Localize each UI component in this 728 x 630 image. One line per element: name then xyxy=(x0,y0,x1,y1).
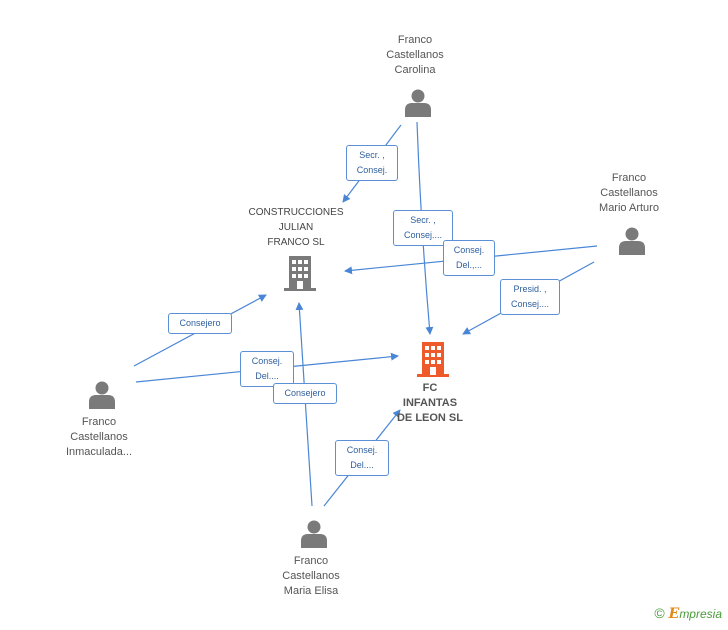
person-icon[interactable] xyxy=(617,226,647,256)
relation-line: Del.,... xyxy=(455,260,482,270)
relation-line: Consej. xyxy=(356,165,388,175)
brand-name: mpresia xyxy=(679,607,722,621)
relation-label[interactable]: Consejero xyxy=(273,383,337,404)
building-icon-main[interactable] xyxy=(417,342,449,378)
copyright-symbol: © xyxy=(654,605,665,621)
relation-line: Del.... xyxy=(350,460,374,470)
person-name-line: Franco xyxy=(611,172,647,184)
relation-line: Del.... xyxy=(255,371,279,381)
person-name-line: Castellanos xyxy=(282,570,340,582)
relation-label[interactable]: Consej. Del.... xyxy=(240,351,294,387)
relation-line: Consej. xyxy=(453,245,485,255)
person-name-line: Inmaculada... xyxy=(65,446,133,458)
person-name-line: Franco xyxy=(397,34,433,46)
person-icon[interactable] xyxy=(403,88,433,118)
relation-label[interactable]: Consej. Del.,... xyxy=(443,240,495,276)
person-label-elisa[interactable]: Franco Castellanos Maria Elisa xyxy=(261,554,361,599)
company-name-line: DE LEON SL xyxy=(396,412,463,424)
relation-line: Secr. , xyxy=(359,150,385,160)
relation-line: Consej. xyxy=(346,445,378,455)
relation-line: Consej.... xyxy=(510,299,550,309)
company-label-fc[interactable]: FC INFANTAS DE LEON SL xyxy=(370,381,490,426)
person-label-inmaculada[interactable]: Franco Castellanos Inmaculada... xyxy=(49,415,149,460)
person-label-carolina[interactable]: Franco Castellanos Carolina xyxy=(365,33,465,78)
person-name-line: Castellanos xyxy=(600,187,658,199)
relation-line: Consejero xyxy=(179,318,221,328)
relation-label[interactable]: Consejero xyxy=(168,313,232,334)
company-name-line: JULIAN xyxy=(278,222,314,233)
person-icon[interactable] xyxy=(87,380,117,410)
person-name-line: Franco xyxy=(293,555,329,567)
person-name-line: Carolina xyxy=(394,64,436,76)
person-icon[interactable] xyxy=(299,519,329,549)
relation-line: Presid. , xyxy=(513,284,547,294)
company-name-line: FC xyxy=(422,382,438,394)
company-name-line: INFANTAS xyxy=(402,397,458,409)
company-name-line: FRANCO SL xyxy=(267,237,325,248)
company-name-line: CONSTRUCCIONES xyxy=(248,207,344,218)
edge-elisa-construcciones xyxy=(295,302,313,507)
relation-label[interactable]: Secr. , Consej. xyxy=(346,145,398,181)
company-label-construcciones[interactable]: CONSTRUCCIONES JULIAN FRANCO SL xyxy=(236,205,356,250)
relation-line: Consejero xyxy=(284,388,326,398)
relation-line: Consej.... xyxy=(403,230,443,240)
relation-label[interactable]: Presid. , Consej.... xyxy=(500,279,560,315)
relation-label[interactable]: Consej. Del.... xyxy=(335,440,389,476)
person-label-mario[interactable]: Franco Castellanos Mario Arturo xyxy=(579,171,679,216)
person-name-line: Mario Arturo xyxy=(599,202,659,214)
relation-line: Consej. xyxy=(251,356,283,366)
person-name-line: Castellanos xyxy=(386,49,444,61)
brand-initial: E xyxy=(668,606,680,622)
relation-line: Secr. , xyxy=(410,215,436,225)
building-icon[interactable] xyxy=(284,256,316,292)
person-name-line: Castellanos xyxy=(70,431,128,443)
person-name-line: Maria Elisa xyxy=(283,585,339,597)
empresia-logo: ©Empresia xyxy=(654,605,722,622)
person-name-line: Franco xyxy=(81,416,117,428)
